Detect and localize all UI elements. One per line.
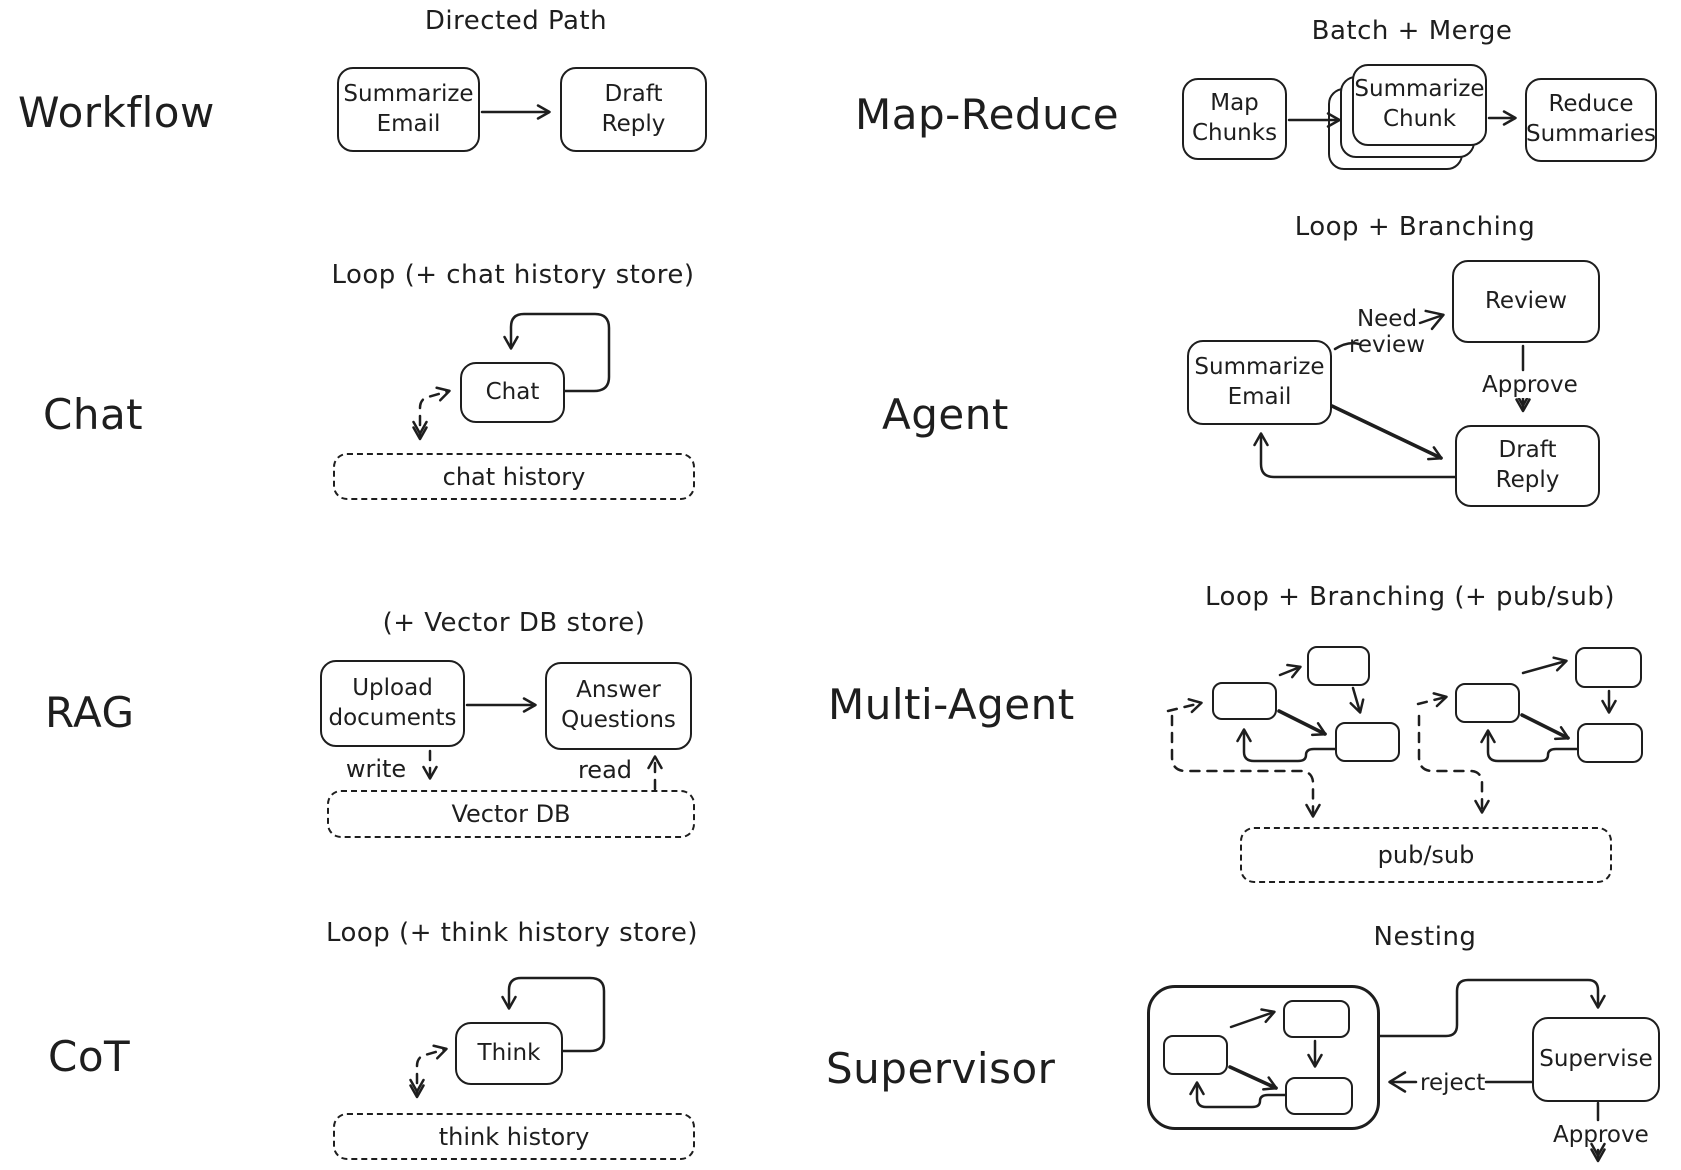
store-chat-history: chat history xyxy=(333,453,695,500)
section-label-map-reduce: Map-Reduce xyxy=(855,90,1120,139)
ma-left-pubsub-arrow xyxy=(1170,714,1321,818)
node-chat: Chat xyxy=(460,362,565,423)
edge-label-reject: reject xyxy=(1420,1070,1486,1097)
ma-right-arrow-c xyxy=(1520,713,1570,741)
node-workflow-summarize-email: Summarize Email xyxy=(337,67,480,152)
node-agent-review: Review xyxy=(1452,260,1600,343)
section-label-workflow: Workflow xyxy=(18,88,215,137)
agent-arrow-summarize-to-draft xyxy=(1330,404,1443,461)
edge-label-need-review: Need review xyxy=(1348,306,1426,359)
pattern-title-chat: Loop (+ chat history store) xyxy=(331,260,695,290)
pattern-title-rag: (+ Vector DB store) xyxy=(382,608,646,638)
edge-label-agent-approve: Approve xyxy=(1482,372,1578,399)
pattern-title-supervisor: Nesting xyxy=(1373,922,1477,952)
chat-store-read-arrow xyxy=(418,386,451,410)
section-label-supervisor: Supervisor xyxy=(826,1044,1056,1093)
store-vector-db: Vector DB xyxy=(327,790,695,838)
node-ma-right-agent-a xyxy=(1455,683,1520,723)
node-cot-think: Think xyxy=(455,1022,563,1085)
section-label-rag: RAG xyxy=(45,688,135,737)
ma-right-arrow-a xyxy=(1521,656,1568,675)
ma-left-return-loop xyxy=(1236,728,1337,763)
node-mapreduce-summarize-chunk: Summarize Chunk xyxy=(1352,64,1487,146)
edge-label-supervisor-approve: Approve xyxy=(1553,1122,1649,1148)
node-agent-summarize-email: Summarize Email xyxy=(1187,340,1332,425)
supervisor-nested-agent-container xyxy=(1147,985,1380,1130)
node-sup-inner-agent-c xyxy=(1285,1077,1353,1115)
ma-right-pubsub-arrow xyxy=(1417,714,1490,814)
cot-store-read-arrow xyxy=(415,1044,448,1068)
node-sup-inner-agent-a xyxy=(1163,1035,1228,1075)
pattern-title-agent: Loop + Branching xyxy=(1294,212,1536,242)
agent-return-loop xyxy=(1253,432,1457,479)
node-sup-inner-agent-b xyxy=(1283,1000,1350,1038)
edge-label-write: write xyxy=(345,755,407,783)
node-mapreduce-reduce-summaries: Reduce Summaries xyxy=(1525,78,1657,162)
section-label-cot: CoT xyxy=(48,1032,131,1081)
node-rag-upload-documents: Upload documents xyxy=(320,660,465,747)
node-mapreduce-map-chunks: Map Chunks xyxy=(1182,78,1287,160)
node-agent-draft-reply: Draft Reply xyxy=(1455,425,1600,507)
pattern-title-workflow: Directed Path xyxy=(424,6,608,36)
node-workflow-draft-reply: Draft Reply xyxy=(560,67,707,152)
section-label-chat: Chat xyxy=(43,390,144,439)
ma-left-arrow-b xyxy=(1349,686,1365,714)
node-ma-right-agent-c xyxy=(1577,723,1643,763)
node-ma-left-agent-b xyxy=(1307,646,1370,686)
ma-right-entry-arrow xyxy=(1416,692,1448,708)
node-rag-answer-questions: Answer Questions xyxy=(545,662,692,750)
ma-left-entry-arrow xyxy=(1166,698,1203,714)
pattern-title-map-reduce: Batch + Merge xyxy=(1311,16,1513,46)
node-ma-left-agent-c xyxy=(1335,722,1400,762)
ma-left-arrow-a xyxy=(1278,663,1302,679)
ma-left-arrow-c xyxy=(1277,709,1327,737)
pattern-title-multi-agent: Loop + Branching (+ pub/sub) xyxy=(1205,582,1615,612)
section-label-multi-agent: Multi-Agent xyxy=(828,680,1075,729)
edge-label-read: read xyxy=(577,756,633,784)
node-supervise: Supervise xyxy=(1532,1017,1660,1102)
ma-right-return-loop xyxy=(1480,729,1579,763)
pattern-title-cot: Loop (+ think history store) xyxy=(325,918,699,948)
section-label-agent: Agent xyxy=(882,390,1009,439)
node-ma-right-agent-b xyxy=(1575,647,1642,688)
node-ma-left-agent-a xyxy=(1212,682,1277,720)
store-think-history: think history xyxy=(333,1113,695,1160)
store-pub-sub: pub/sub xyxy=(1240,827,1612,883)
